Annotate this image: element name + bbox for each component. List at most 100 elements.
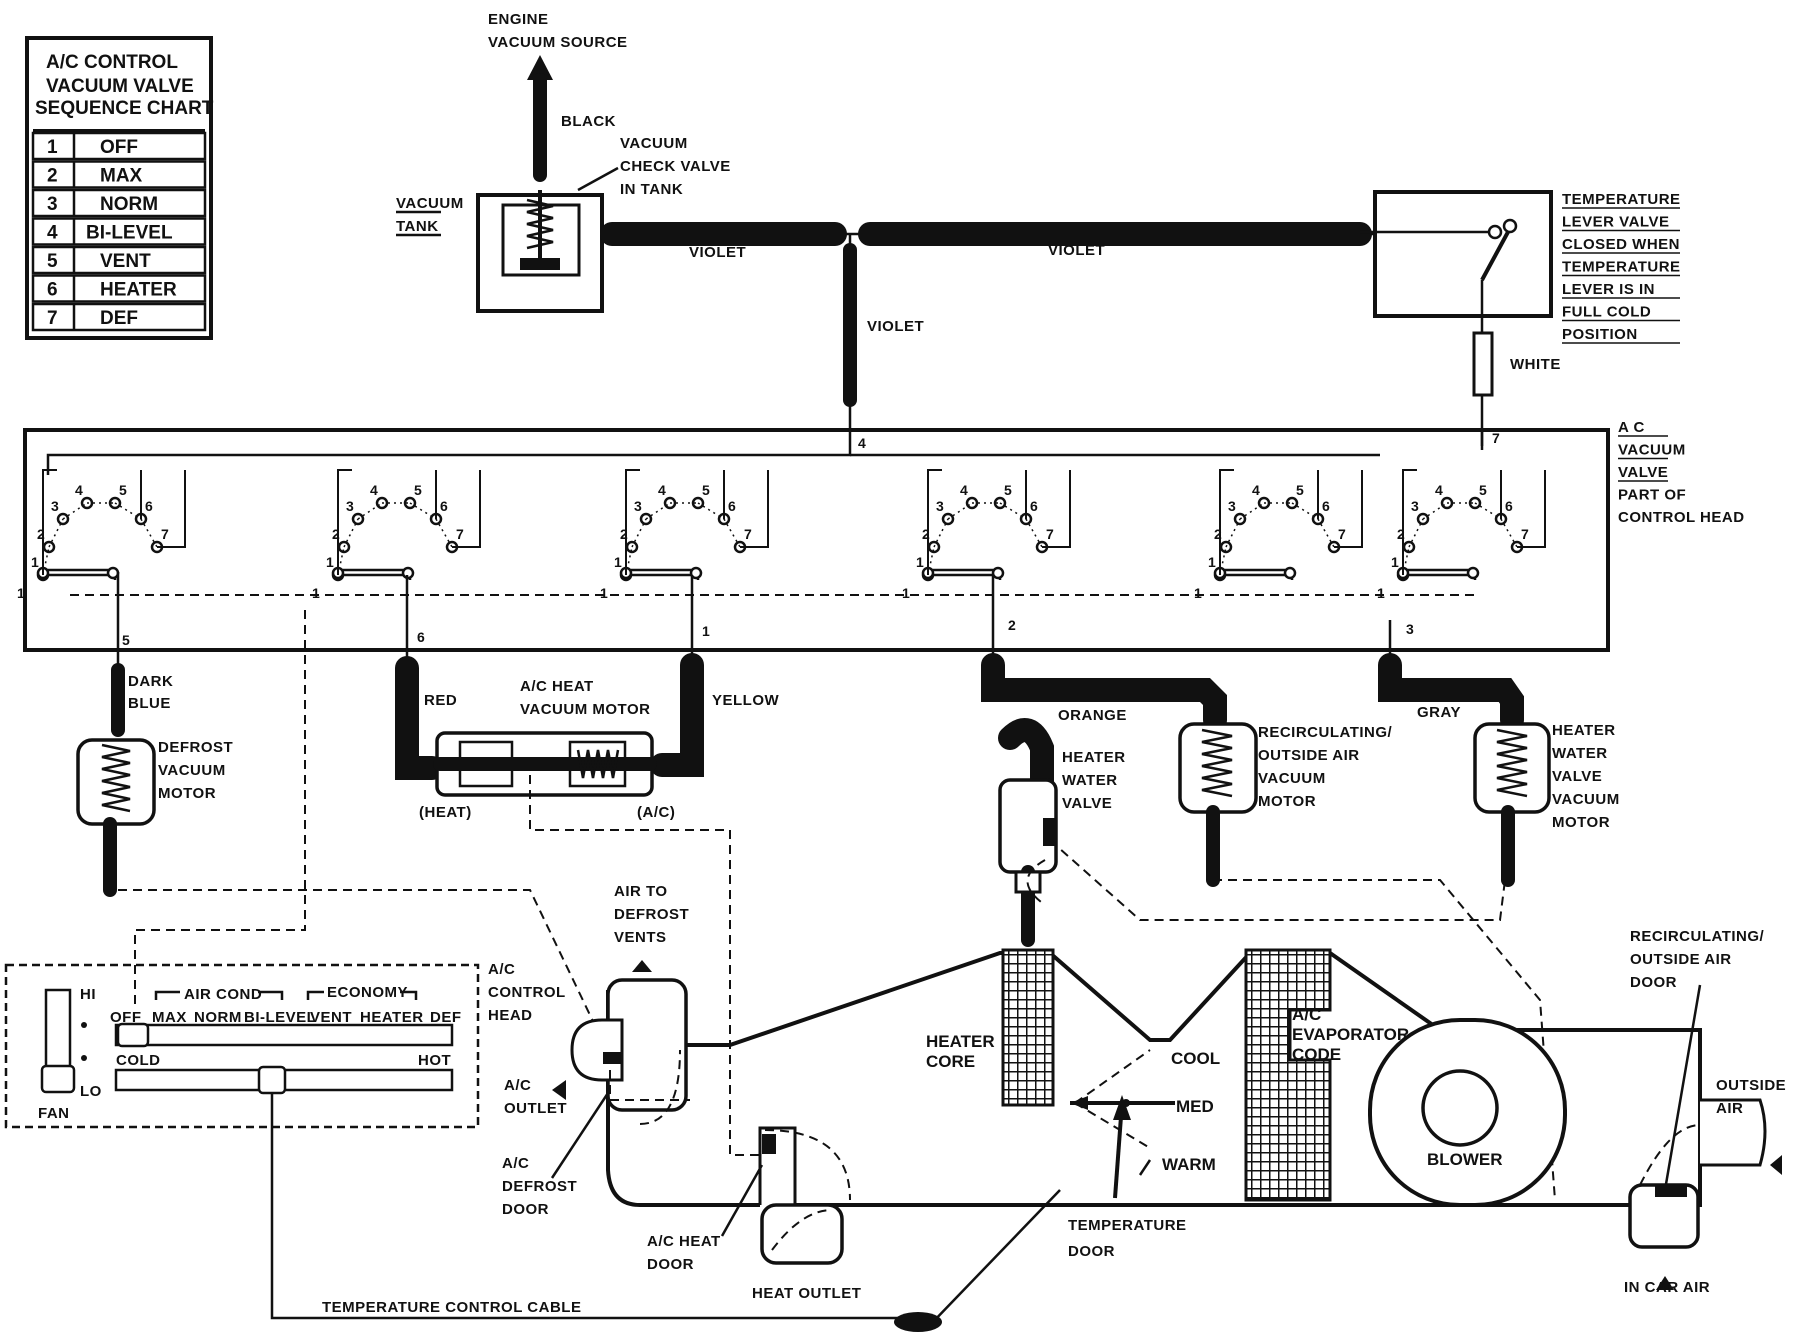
evaporator-core	[1244, 948, 1332, 1202]
check-valve-label-1: VACUUM	[620, 135, 688, 152]
sequence-row-number: 5	[47, 251, 58, 272]
violet-label-down: VIOLET	[867, 318, 924, 335]
recirc-motor-label-4: MOTOR	[1258, 793, 1316, 810]
valve-port-number: 1	[614, 554, 622, 570]
ac-defrost-door-label-1: A/C	[502, 1155, 529, 1172]
mode-label: VENT	[310, 1009, 352, 1026]
ac-heat-motor-label-2: VACUUM MOTOR	[520, 701, 650, 718]
valve-port-number: 1	[1377, 585, 1385, 601]
vacuum-source-arrow-icon	[527, 55, 553, 80]
port-label-top-in: 4	[858, 435, 866, 451]
recirc-motor-label-2: OUTSIDE AIR	[1258, 747, 1360, 764]
blower-label: BLOWER	[1427, 1150, 1503, 1169]
valve-port-number: 4	[658, 482, 666, 498]
temp-lever-label-line: TEMPERATURE	[1562, 191, 1681, 208]
ac-vacuum-valve-label-line: A C	[1618, 419, 1645, 436]
valve-port-number: 2	[1214, 526, 1222, 542]
valve-port-number: 1	[600, 585, 608, 601]
defrost-vents-label-2: DEFROST	[614, 906, 689, 923]
outside-air-label-1: OUTSIDE	[1716, 1077, 1786, 1094]
sequence-row-number: 2	[47, 166, 58, 187]
defrost-air-arrow-icon	[632, 960, 652, 972]
recirc-motor-label-3: VACUUM	[1258, 770, 1326, 787]
sequence-row-number: 4	[47, 223, 58, 244]
check-valve-label-3: IN TANK	[620, 181, 683, 198]
sequence-row-mode: HEATER	[100, 280, 177, 301]
heater-valve-motor-label-1: HEATER	[1552, 722, 1616, 739]
valve-port-number: 1	[1391, 554, 1399, 570]
mode-label: DEF	[430, 1009, 462, 1026]
chart-title-line-1: A/C CONTROL	[46, 52, 178, 73]
valve-port-number: 4	[1435, 482, 1443, 498]
fan-lever[interactable]	[40, 1064, 76, 1094]
in-car-air-label: IN CAR AIR	[1624, 1279, 1710, 1296]
valve-port-number: 7	[744, 526, 752, 542]
ac-vacuum-valve-label-line: CONTROL HEAD	[1618, 509, 1745, 526]
temp-lever-label-line: POSITION	[1562, 326, 1638, 343]
heater-valve-motor-label-2: WATER	[1552, 745, 1608, 762]
valve-port-number: 1	[916, 554, 924, 570]
evaporator-label-1: A/C	[1292, 1005, 1321, 1024]
economy-label: ECONOMY	[327, 984, 408, 1001]
valve-port-number: 7	[161, 526, 169, 542]
valve-port-number: 5	[1004, 482, 1012, 498]
engine-label-1: ENGINE	[488, 11, 549, 28]
heater-valve-motor-label-5: MOTOR	[1552, 814, 1610, 831]
recirc-door-label-1: RECIRCULATING/	[1630, 928, 1765, 945]
valve-port-number: 3	[1228, 498, 1236, 514]
valve-port-number: 3	[936, 498, 944, 514]
heater-core-label-2: CORE	[926, 1052, 975, 1071]
engine-vacuum-source: ENGINE VACUUM SOURCE BLACK VACUUM CHECK …	[396, 11, 730, 237]
valve-port-number: 4	[1252, 482, 1260, 498]
linkage-lines	[118, 610, 1556, 1201]
sequence-chart: A/C CONTROL VACUUM VALVE SEQUENCE CHART …	[25, 36, 214, 340]
violet-label-right: VIOLET	[1048, 242, 1105, 259]
defrost-motor-label-2: VACUUM	[158, 762, 226, 779]
vacuum-tank-label-1: VACUUM	[396, 195, 464, 212]
valve-port-number: 1	[902, 585, 910, 601]
mode-slider-knob[interactable]	[116, 1022, 150, 1048]
temp-lever-label-line: LEVER VALVE	[1562, 214, 1669, 231]
temp-cable-label: TEMPERATURE CONTROL CABLE	[322, 1299, 581, 1316]
valve-port-number: 1	[31, 554, 39, 570]
ac-heat-door-label-1: A/C HEAT	[647, 1233, 721, 1250]
heater-valve-vacuum-motor: HEATER WATER VALVE VACUUM MOTOR	[1473, 722, 1620, 887]
sequence-row-number: 3	[47, 194, 58, 215]
mode-slider-track[interactable]	[114, 1023, 454, 1047]
white-hose-label: WHITE	[1510, 356, 1561, 373]
port-label-5: 5	[122, 632, 130, 648]
temp-lever-label-line: TEMPERATURE	[1562, 259, 1681, 276]
ac-vacuum-valve-label-line: VALVE	[1618, 464, 1668, 481]
valve-port-number: 3	[634, 498, 642, 514]
sequence-row-mode: DEF	[100, 308, 138, 329]
valve-port-number: 5	[702, 482, 710, 498]
air-cond-label: AIR COND	[184, 986, 262, 1003]
recirc-door-label-3: DOOR	[1630, 974, 1677, 991]
valve-port-number: 2	[332, 526, 340, 542]
defrost-vents-label-1: AIR TO	[614, 883, 668, 900]
hot-label: HOT	[418, 1052, 451, 1069]
fan-label: FAN	[38, 1105, 70, 1122]
sequence-row-number: 1	[47, 137, 58, 158]
valve-port-number: 2	[37, 526, 45, 542]
mode-label: BI-LEVEL	[244, 1009, 316, 1026]
cold-label: COLD	[116, 1052, 161, 1069]
ac-outlet-arrow-icon	[552, 1080, 566, 1100]
heater-water-valve-label-1: HEATER	[1062, 749, 1126, 766]
outside-air-arrow-icon	[1770, 1155, 1782, 1175]
valve-port-number: 1	[17, 585, 25, 601]
evaporator-label-2: EVAPORATOR	[1292, 1025, 1409, 1044]
ac-heat-motor-label-1: A/C HEAT	[520, 678, 594, 695]
temperature-slider-knob[interactable]	[257, 1065, 287, 1095]
ac-outlet-label-2: OUTLET	[504, 1100, 567, 1117]
heater-valve-motor-label-4: VACUUM	[1552, 791, 1620, 808]
sequence-row-mode: MAX	[100, 166, 143, 187]
heat-outlet-label: HEAT OUTLET	[752, 1285, 861, 1302]
ac-defrost-door-label-3: DOOR	[502, 1201, 549, 1218]
mode-label: OFF	[110, 1009, 142, 1026]
